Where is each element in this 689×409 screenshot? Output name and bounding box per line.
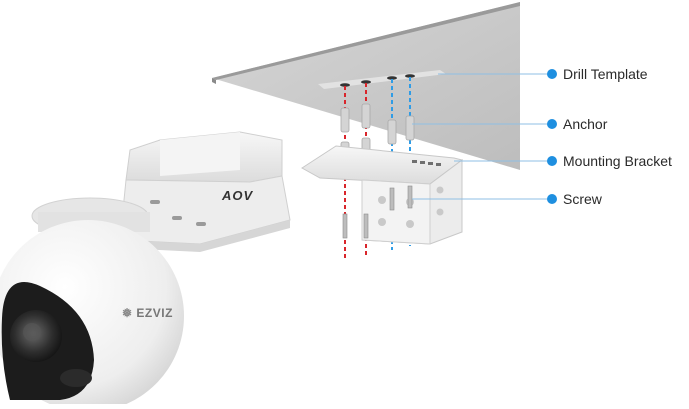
callout-dot-mounting-bracket [547,156,557,166]
callout-label-mounting-bracket: Mounting Bracket [563,153,672,169]
ezviz-logo-text: EZVIZ [136,306,173,320]
callout-dot-anchor [547,119,557,129]
mounting-bracket-part [302,146,462,244]
callout-dots [547,69,557,204]
callout-label-screw: Screw [563,191,602,207]
ezviz-logo: ❅ EZVIZ [122,306,173,320]
callout-dot-screw [547,194,557,204]
callout-dot-drill-template [547,69,557,79]
callout-label-drill-template: Drill Template [563,66,648,82]
callout-label-anchor: Anchor [563,116,607,132]
ezviz-logo-icon: ❅ [122,306,133,320]
aov-mark: AOV [222,188,253,203]
camera-arm-bracket [120,132,290,252]
